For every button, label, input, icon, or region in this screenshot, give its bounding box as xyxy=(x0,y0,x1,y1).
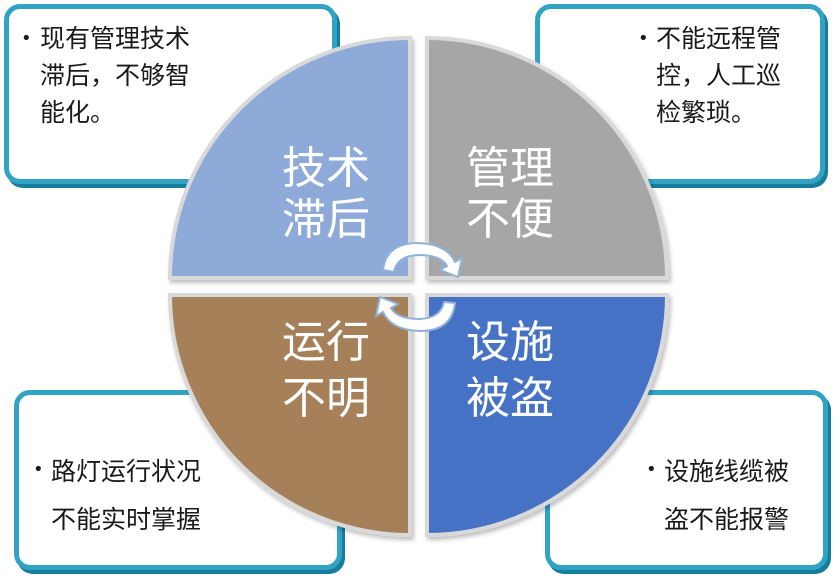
quadrant-bottom-left-label-line1: 运行 xyxy=(282,317,370,368)
bullet-dot: • xyxy=(33,459,44,480)
bullet-dot: • xyxy=(638,28,649,49)
quadrant-top-right-label-line2: 不便 xyxy=(466,194,554,245)
callout-bottom-right-line1: 设施线缆被 xyxy=(664,457,790,486)
bullet-dot: • xyxy=(646,459,657,480)
quadrant-top-right-label-line1: 管理 xyxy=(466,143,554,194)
quadrant-top-left-label-line1: 技术 xyxy=(282,143,370,194)
callout-top-right-line2: 控，人工巡 xyxy=(656,61,782,90)
quadrant-bottom-right-label-line2: 被盗 xyxy=(466,373,554,424)
quadrant-top-right xyxy=(425,35,670,280)
callout-bottom-left-line2: 不能实时掌握 xyxy=(51,505,202,534)
callout-bottom-left-line1: 路灯运行状况 xyxy=(51,457,202,486)
callout-top-right-line1: 不能远程管 xyxy=(656,24,782,53)
callout-top-left-line2: 滞后，不够智 xyxy=(40,61,191,90)
quadrant-bottom-left-label-line2: 不明 xyxy=(282,373,370,424)
callout-top-left-line1: 现有管理技术 xyxy=(40,24,191,53)
callout-bottom-right-line2: 盗不能报警 xyxy=(664,505,790,534)
bullet-dot: • xyxy=(21,28,32,49)
quadrant-top-left-label-line2: 滞后 xyxy=(282,194,370,245)
circular-arrows-icon xyxy=(374,241,464,333)
quadrant-bottom-right-label-line1: 设施 xyxy=(466,317,554,368)
callout-top-left-line3: 能化。 xyxy=(40,98,116,127)
callout-top-right-line3: 检繁琐。 xyxy=(656,98,757,127)
quadrant-bottom-left xyxy=(167,293,412,538)
quadrant-top-left xyxy=(167,35,412,280)
quadrant-bottom-right xyxy=(425,293,670,538)
